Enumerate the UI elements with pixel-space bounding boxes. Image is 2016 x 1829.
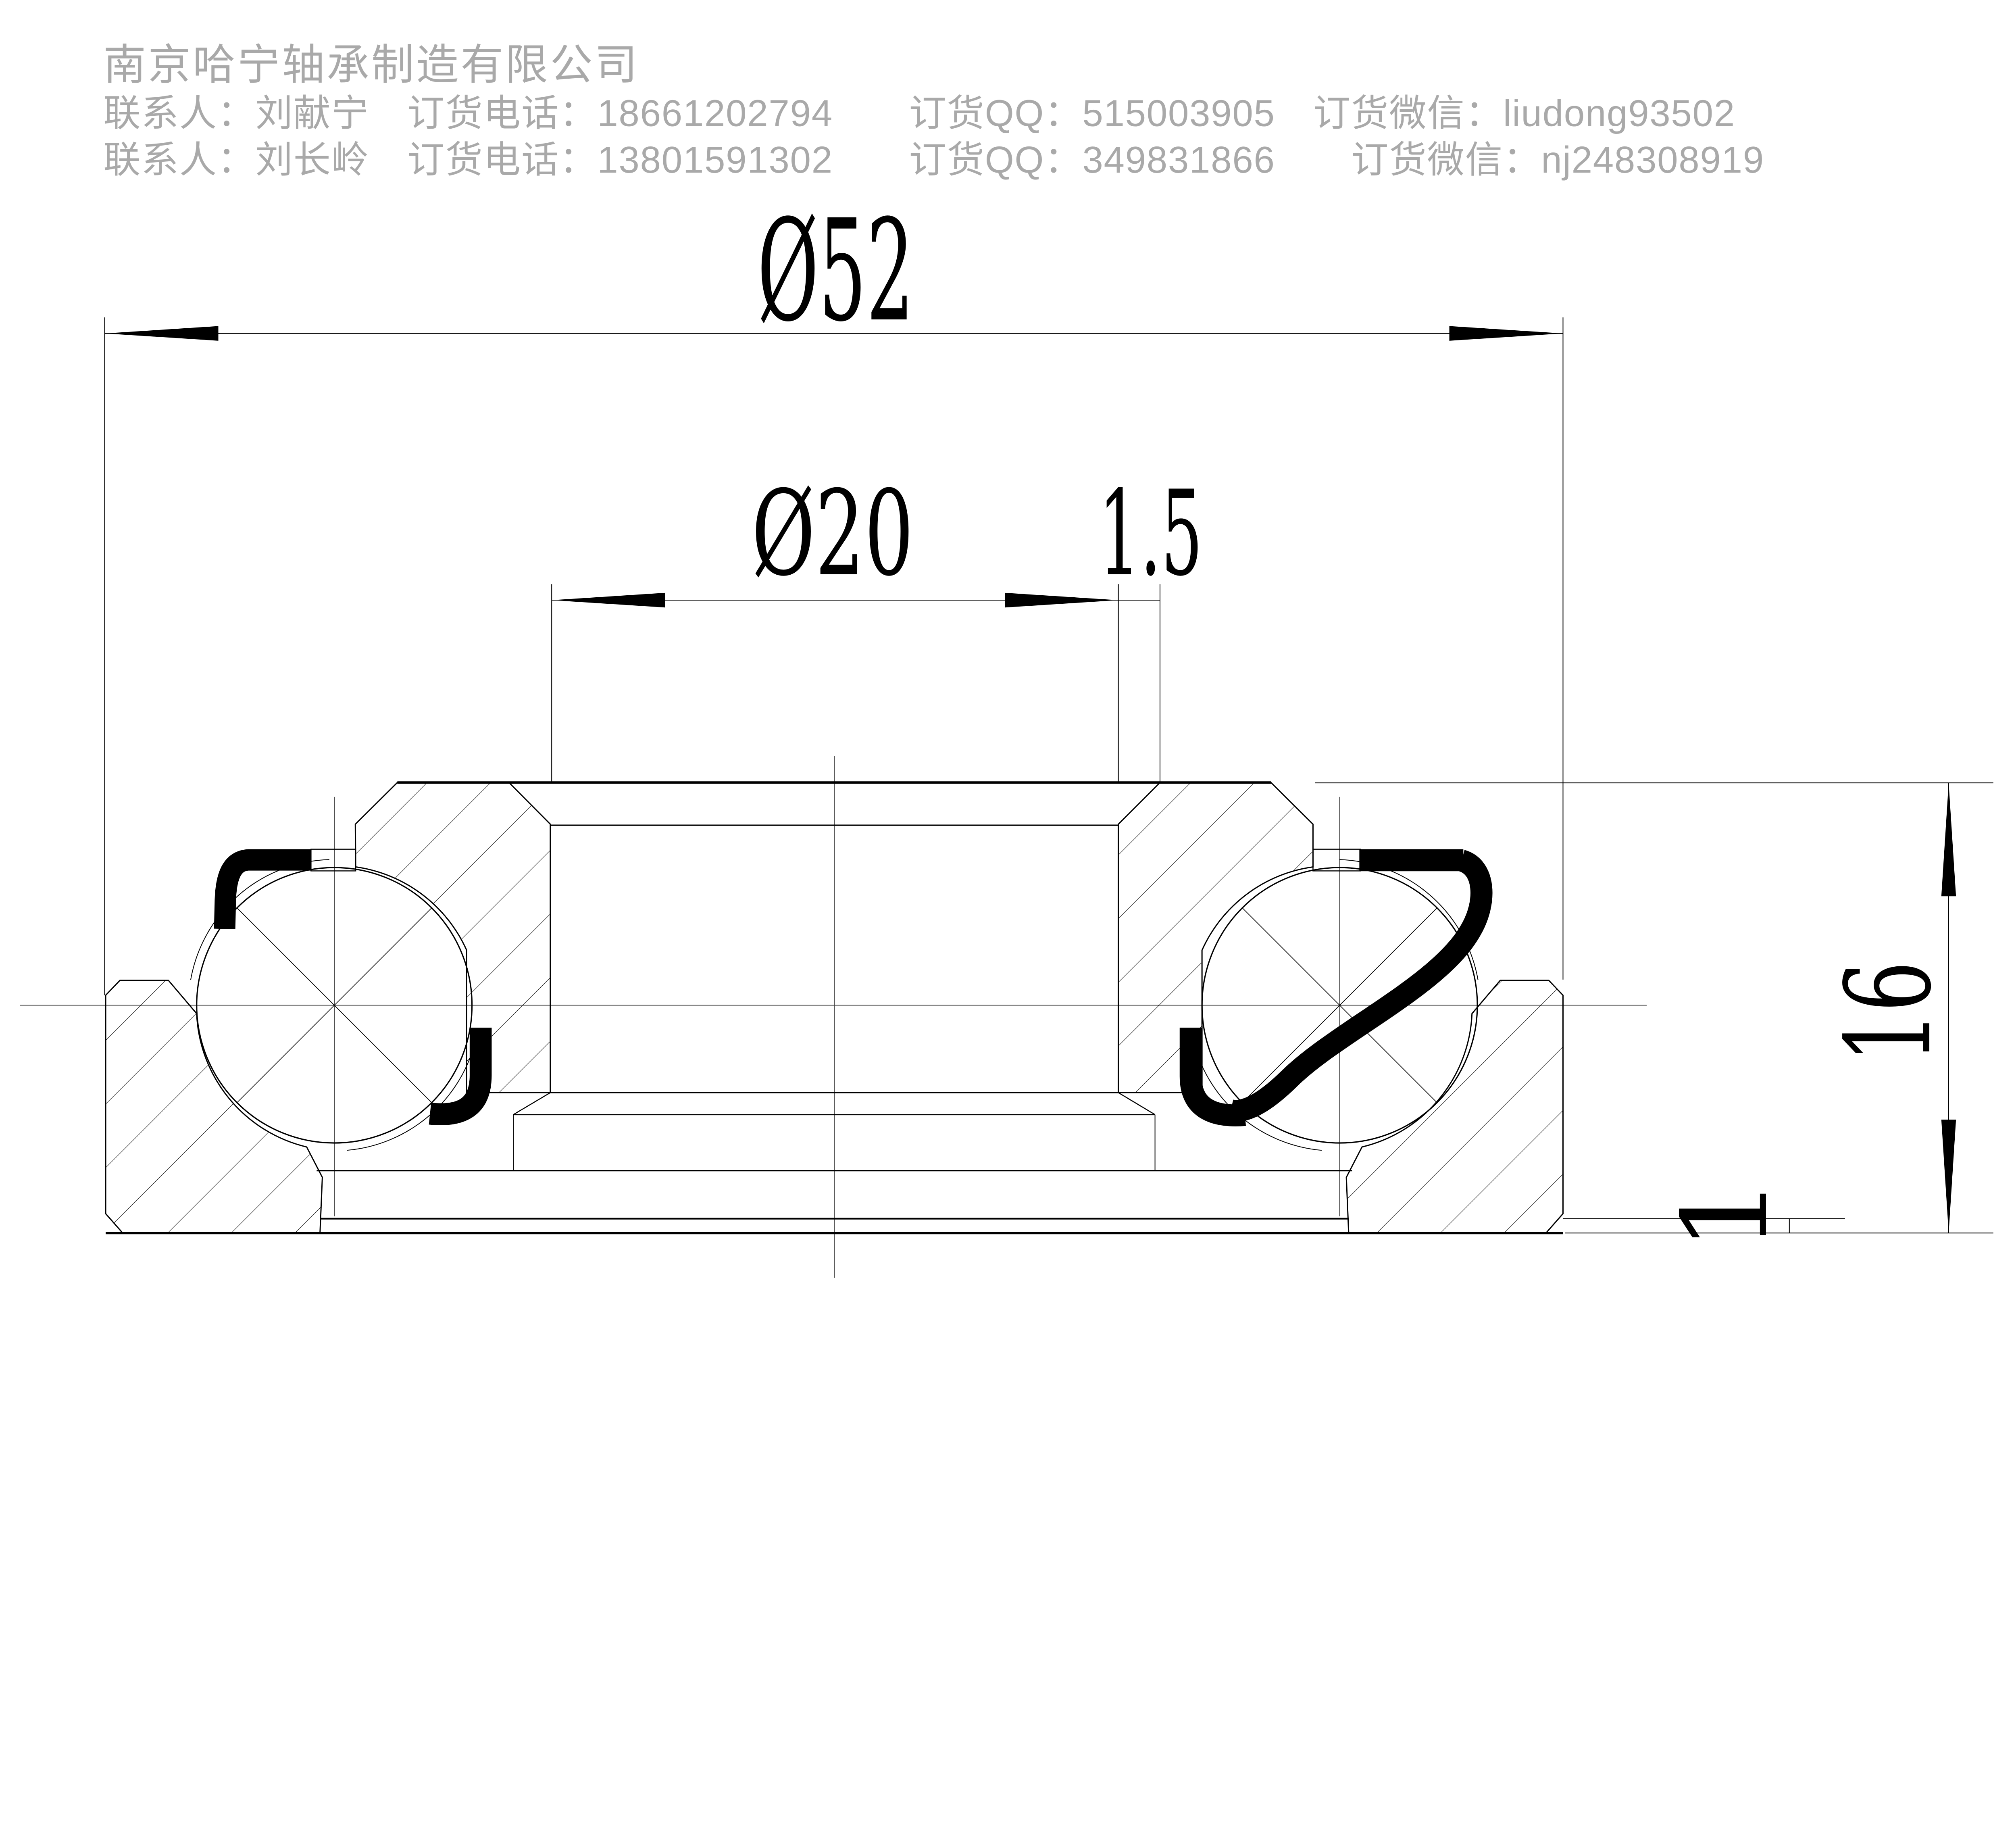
seal-right-lip (1228, 850, 1493, 1122)
arrow-left-icon (552, 592, 665, 608)
header: 南京哈宁轴承制造有限公司 联系人：刘献宁 订货电话：18661202794 订货… (103, 41, 1764, 181)
seals (214, 849, 1493, 1126)
hatched-sections (105, 782, 1564, 1234)
arrow-left-icon (104, 326, 219, 341)
dimension-052: Ø52 (104, 190, 1564, 995)
dimension-020-and-1p5: Ø20 1.5 (551, 465, 1203, 784)
label-outer-diameter: Ø52 (757, 190, 914, 352)
seal-left-lower (429, 1027, 492, 1126)
seal-left-upper (214, 849, 311, 929)
label-total-height: 16 (1820, 961, 1957, 1063)
dimension-1: 1 (1563, 1177, 1845, 1251)
bottom-washer-edges (106, 1092, 1563, 1235)
label-base-recess: 1 (1657, 1177, 1794, 1251)
bottom-washer-left-section (105, 980, 323, 1234)
top-washer-left-section (354, 782, 551, 1093)
contact-line-1: 联系人：刘献宁 订货电话：18661202794 订货QQ：515003905 … (103, 92, 1735, 134)
bearing-technical-drawing: 南京哈宁轴承制造有限公司 联系人：刘献宁 订货电话：18661202794 订货… (20, 41, 1993, 1278)
bearing-cross-section (105, 781, 1564, 1235)
drawing-page: 南京哈宁轴承制造有限公司 联系人：刘献宁 订货电话：18661202794 订货… (20, 41, 1993, 1278)
ball-diagonals (237, 907, 1437, 1103)
company-name: 南京哈宁轴承制造有限公司 (103, 41, 639, 89)
left-ball (196, 867, 473, 1144)
seal-right-lower (1179, 1027, 1246, 1126)
sleeve-chamfer-left (513, 1092, 551, 1115)
sleeve-chamfer-right (1118, 1092, 1156, 1115)
label-bore-chamfer: 1.5 (1099, 465, 1203, 602)
right-ball (1201, 867, 1478, 1144)
label-bore-diameter: Ø20 (752, 465, 914, 602)
contact-line-2: 联系人：刘长岭 订货电话：13801591302 订货QQ：349831866 … (103, 139, 1764, 181)
top-washer-edges (397, 781, 1271, 1093)
arrow-right-icon (1449, 326, 1563, 341)
arrow-up-icon (1941, 783, 1956, 897)
seal-right-band (1359, 849, 1464, 872)
arrow-down-icon (1941, 1120, 1956, 1233)
top-washer-right-section (1118, 782, 1314, 1093)
arrow-right-icon (1005, 592, 1118, 608)
dimension-16: 16 (1315, 782, 1993, 1234)
